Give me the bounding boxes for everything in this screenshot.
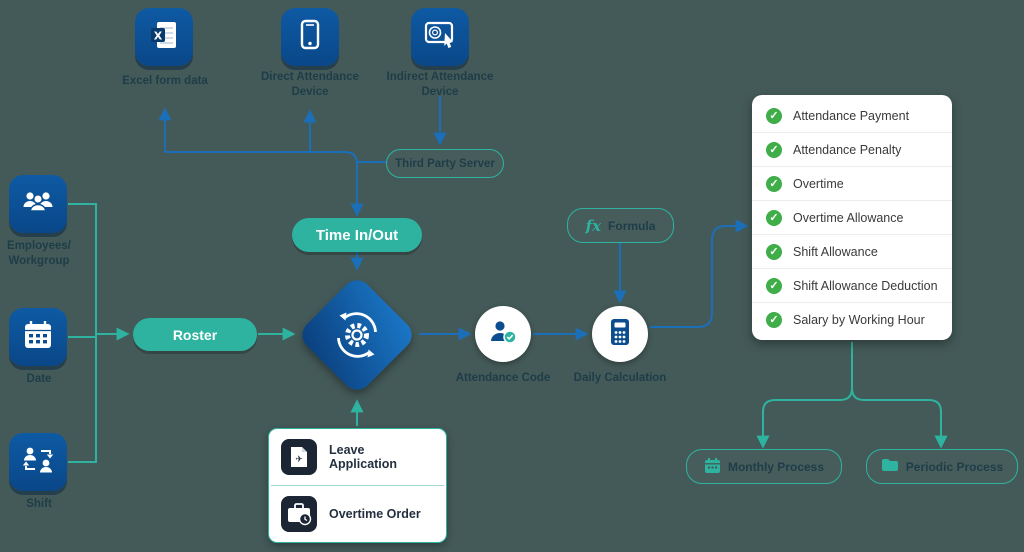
time-in-out-label: Time In/Out xyxy=(315,226,399,244)
output-row: ✓ Overtime Allowance xyxy=(752,201,952,235)
third-party-server-node: Third Party Server xyxy=(386,149,504,178)
daily-calculation-label: Daily Calculation xyxy=(573,372,667,384)
roster-node: Roster xyxy=(133,318,257,351)
output-row: ✓ Salary by Working Hour xyxy=(752,303,952,336)
leave-document-icon: ✈ xyxy=(281,439,317,475)
folder-icon xyxy=(881,458,899,476)
output-label: Overtime xyxy=(793,176,844,191)
direct-device-tile xyxy=(281,8,339,66)
output-label: Attendance Penalty xyxy=(793,142,902,157)
excel-source-tile: X xyxy=(135,8,193,66)
check-icon: ✓ xyxy=(766,277,782,294)
shift-tile xyxy=(9,433,67,491)
monthly-process-label: Monthly Process xyxy=(727,459,825,474)
monthly-process-node: Monthly Process xyxy=(686,449,842,484)
calendar-icon xyxy=(21,318,55,357)
indirect-device-tile xyxy=(411,8,469,66)
output-label: Shift Allowance xyxy=(793,244,878,259)
employee-workgroup-tile xyxy=(9,175,67,233)
check-icon: ✓ xyxy=(766,311,782,328)
excel-icon: X xyxy=(147,18,181,57)
check-icon: ✓ xyxy=(766,209,782,226)
date-tile xyxy=(9,308,67,366)
phone-icon xyxy=(293,18,327,57)
output-row: ✓ Shift Allowance Deduction xyxy=(752,269,952,303)
indirect-device-label: Indirect Attendance Device xyxy=(386,71,494,98)
people-icon xyxy=(20,185,56,224)
manual-inputs-card: ✈ Leave Application Overtime Order xyxy=(268,428,447,543)
overtime-order-row: Overtime Order xyxy=(269,486,446,542)
fingerprint-device-icon xyxy=(422,18,458,57)
sync-gear-icon xyxy=(330,308,384,362)
shift-people-icon xyxy=(20,443,56,482)
employee-workgroup-label: Employees/ Workgroup xyxy=(7,240,71,267)
third-party-server-label: Third Party Server xyxy=(395,157,495,170)
attendance-code-label: Attendance Code xyxy=(455,372,551,384)
output-row: ✓ Shift Allowance xyxy=(752,235,952,269)
output-row: ✓ Overtime xyxy=(752,167,952,201)
output-label: Shift Allowance Deduction xyxy=(793,278,938,293)
periodic-process-label: Periodic Process xyxy=(905,459,1004,474)
formula-label: Formula xyxy=(608,218,656,233)
roster-label: Roster xyxy=(172,326,218,343)
output-label: Salary by Working Hour xyxy=(793,312,925,327)
check-icon: ✓ xyxy=(766,141,782,158)
periodic-process-node: Periodic Process xyxy=(866,449,1018,484)
overtime-order-label: Overtime Order xyxy=(329,507,421,521)
output-label: Attendance Payment xyxy=(793,108,910,123)
time-in-out-node: Time In/Out xyxy=(292,218,422,252)
briefcase-clock-icon xyxy=(281,496,317,532)
calculator-icon xyxy=(605,316,635,353)
output-row: ✓ Attendance Payment xyxy=(752,99,952,133)
check-icon: ✓ xyxy=(766,243,782,260)
leave-application-label: Leave Application xyxy=(329,443,398,471)
divider xyxy=(271,485,444,486)
excel-source-label: Excel form data xyxy=(122,75,208,87)
output-label: Overtime Allowance xyxy=(793,210,904,225)
salary-outputs-card: ✓ Attendance Payment ✓ Attendance Penalt… xyxy=(752,95,952,340)
attendance-code-node xyxy=(475,306,531,362)
output-row: ✓ Attendance Penalty xyxy=(752,133,952,167)
direct-device-label: Direct Attendance Device xyxy=(261,71,359,98)
daily-calculation-node xyxy=(592,306,648,362)
calendar-small-icon xyxy=(704,457,721,477)
person-check-icon xyxy=(487,316,519,353)
svg-text:✈: ✈ xyxy=(295,454,303,464)
leave-application-row: ✈ Leave Application xyxy=(269,429,446,485)
check-icon: ✓ xyxy=(766,175,782,192)
fx-icon: fx xyxy=(585,216,602,235)
formula-node: fx Formula xyxy=(567,208,674,243)
check-icon: ✓ xyxy=(766,107,782,124)
svg-text:X: X xyxy=(154,29,163,42)
shift-label: Shift xyxy=(26,498,52,510)
date-label: Date xyxy=(26,373,52,385)
